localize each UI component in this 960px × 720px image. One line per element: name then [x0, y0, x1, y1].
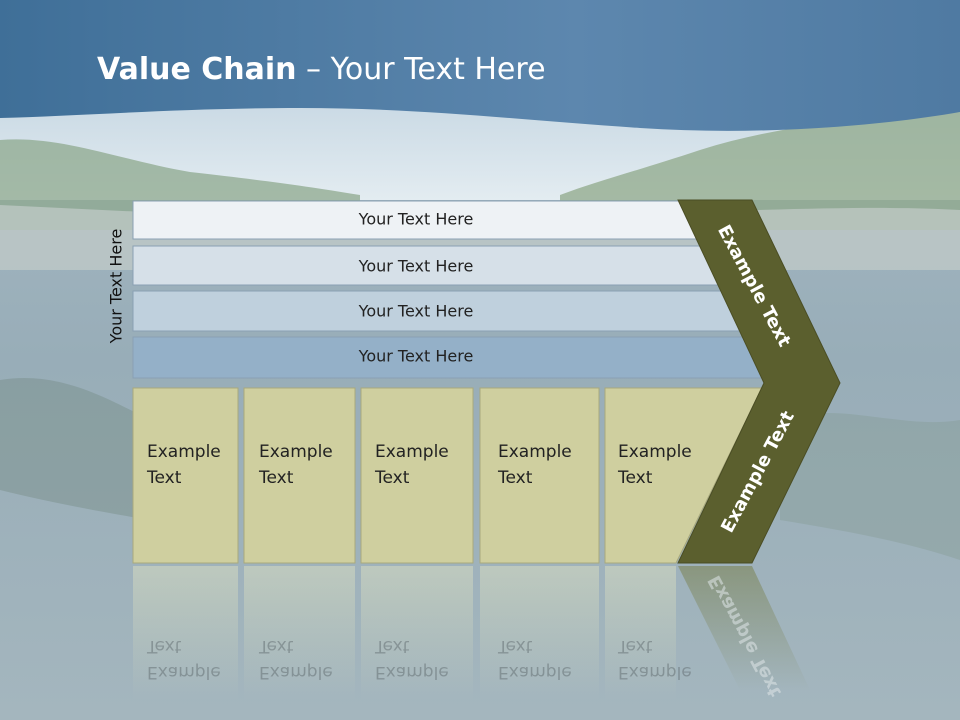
reflection-line2: Text: [498, 636, 533, 656]
primary-activity-4: [479, 387, 600, 564]
band-label-3: Your Text Here: [358, 301, 474, 321]
reflection-text-2: Example Text: [259, 633, 333, 685]
title-bold: Value Chain: [97, 52, 297, 87]
reflection-line2: Text: [259, 636, 294, 656]
column-reflection-3: [361, 566, 473, 700]
column-line1: Example: [375, 442, 449, 462]
reflection-line2: Text: [618, 636, 653, 656]
band-label-2: Your Text Here: [358, 256, 474, 276]
column-line1: Example: [259, 442, 333, 462]
column-line2: Text: [618, 468, 653, 488]
reflection-text-1: Example Text: [147, 633, 221, 685]
column-reflection-2: [244, 566, 355, 700]
reflection-line1: Example: [259, 662, 333, 682]
chevron-reflection: [678, 566, 810, 690]
primary-activity-1: [132, 387, 239, 564]
side-label: Your Text Here: [106, 228, 126, 344]
column-line2: Text: [147, 468, 182, 488]
slide-title: Value Chain – Your Text Here: [97, 52, 546, 87]
column-line1: Example: [618, 442, 692, 462]
margin-chevron: [677, 199, 841, 564]
column-line2: Text: [375, 468, 410, 488]
water-rock-right: [780, 412, 960, 560]
column-line2: Text: [498, 468, 533, 488]
title-rest: – Your Text Here: [296, 52, 546, 87]
column-reflection-1: [133, 566, 238, 700]
reflection-line1: Example: [375, 662, 449, 682]
header-banner: [0, 0, 960, 131]
reflection-line1: Example: [147, 662, 221, 682]
primary-activity-2: [243, 387, 356, 564]
reflection-line2: Text: [147, 636, 182, 656]
reflection-text-5: Example Text: [618, 633, 692, 685]
primary-activity-5: [604, 387, 763, 564]
reflection-text-3: Example Text: [375, 633, 449, 685]
primary-activity-3: [360, 387, 474, 564]
water-rock: [0, 378, 150, 520]
reflection-text-4: Example Text: [498, 633, 572, 685]
column-reflection-5: [605, 566, 676, 700]
reflection-line1: Example: [618, 662, 692, 682]
column-line1: Example: [498, 442, 572, 462]
column-reflection-4: [480, 566, 599, 700]
column-line2: Text: [259, 468, 294, 488]
band-label-1: Your Text Here: [358, 209, 474, 229]
reflection-line2: Text: [375, 636, 410, 656]
band-label-4: Your Text Here: [358, 346, 474, 366]
column-line1: Example: [147, 442, 221, 462]
reflection-line1: Example: [498, 662, 572, 682]
